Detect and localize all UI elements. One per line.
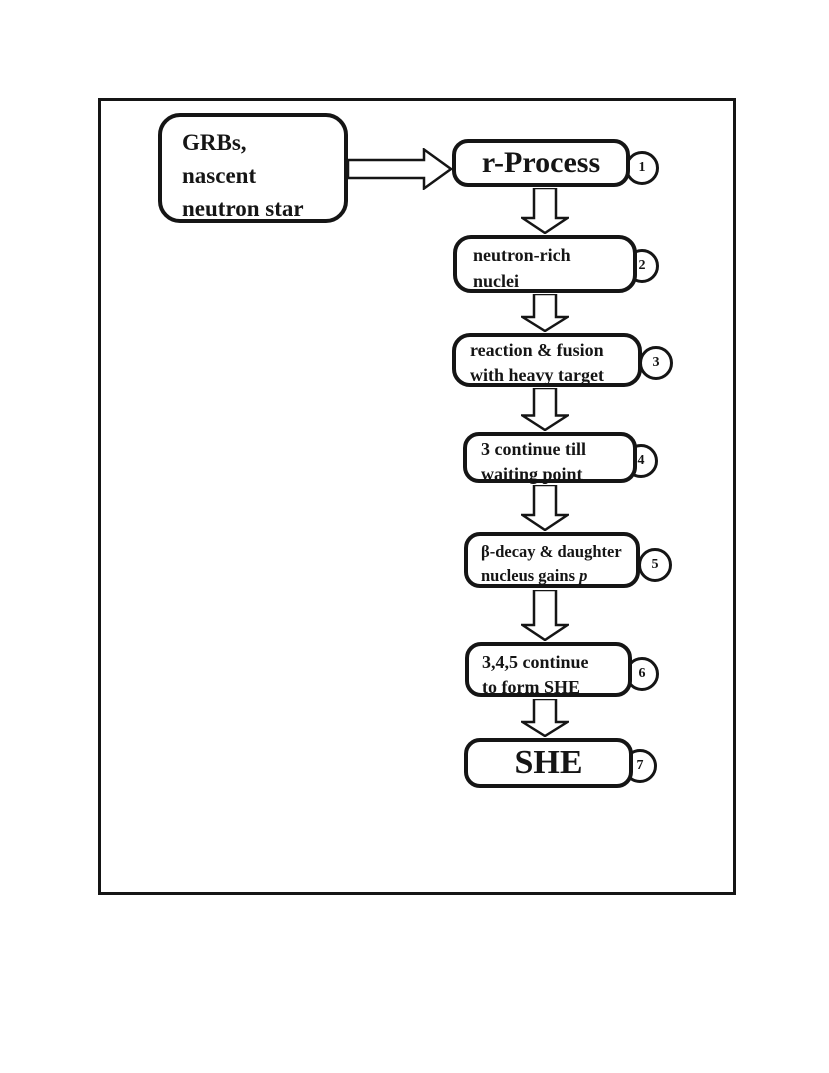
box-grbs-source: GRBs, nascent neutron star [158,113,348,223]
arrow-down-icon [521,699,569,737]
step-badge: 5 [638,548,672,582]
box-beta-decay-daughter-nucleus: β-decay & daughter nucleus gains p [464,532,640,588]
step-label-italic: p [579,566,588,585]
figure-border: GRBs, nascent neutron star 1 2 3 4 5 6 7… [98,98,736,895]
step-number: 2 [638,258,646,273]
box-r-process: r-Process [452,139,630,187]
step-number: 1 [638,160,646,175]
arrow-down-icon [521,485,569,531]
box-reaction-fusion-heavy-target: reaction & fusion with heavy target [452,333,642,387]
step-badge: 3 [639,346,673,380]
box-continue-to-form-she: 3,4,5 continue to form SHE [465,642,632,697]
step-badge: 1 [625,151,659,185]
arrow-down-icon [521,590,569,641]
step-number: 4 [637,453,645,468]
step-label: SHE [514,743,583,781]
source-line: neutron star [182,196,304,221]
arrow-down-icon [521,294,569,332]
step-label: β-decay & daughter [481,542,622,561]
arrow-down-icon [521,188,569,234]
box-neutron-rich-nuclei: neutron-rich nuclei [453,235,637,293]
step-label: with heavy target [470,365,604,385]
step-number: 3 [652,355,660,370]
step-label: reaction & fusion [470,340,604,360]
step-number: 5 [651,557,659,572]
step-label: neutron-rich [473,245,571,265]
step-label: r-Process [481,146,601,179]
source-line: GRBs, [182,130,247,155]
step-number: 7 [636,758,644,773]
arrow-down-icon [521,388,569,431]
step-label: 3,4,5 continue [482,652,589,672]
step-label: 3 continue till [481,439,587,459]
arrow-right-icon [348,148,453,190]
step-number: 6 [638,666,646,681]
step-label: nucleus gains p [481,564,636,588]
step-label: to form SHE [482,677,580,697]
source-line: nascent [182,163,257,188]
box-she: SHE [464,738,633,788]
step-label-text: nucleus gains [481,566,580,585]
box-continue-till-waiting-point: 3 continue till waiting point [463,432,637,484]
step-label: nuclei [473,271,520,291]
step-label: waiting point [481,464,583,484]
